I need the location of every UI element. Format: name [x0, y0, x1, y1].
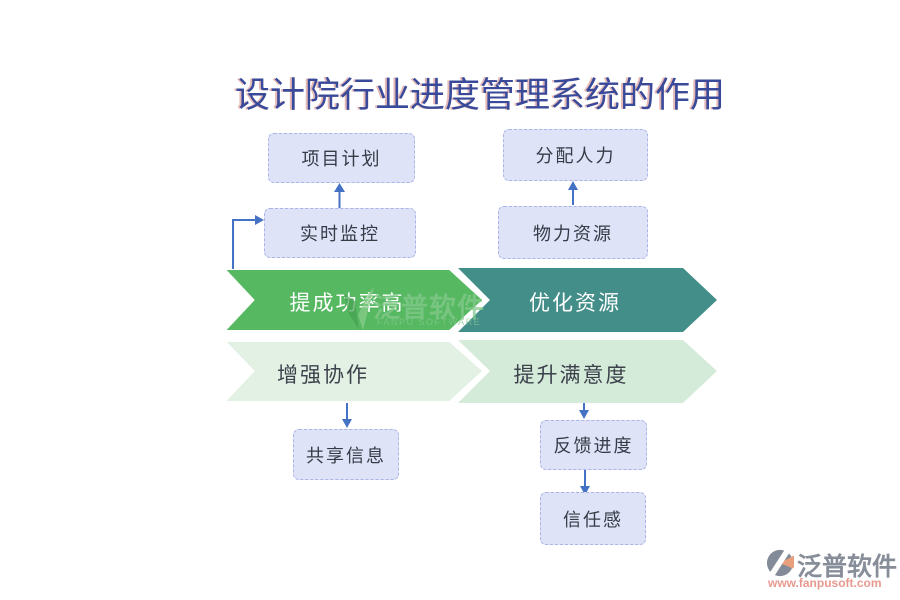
fanpu-logo-icon: [766, 549, 794, 577]
watermark-corner-url: www.fanpusoft.com: [768, 576, 882, 590]
fanpu-leaf-icon: [344, 287, 374, 330]
arrowhead-down-feedback: [579, 410, 589, 419]
watermark-center: 泛普软件 FANPU SOFTWARE: [341, 284, 491, 336]
chevron-optimize-shape: [458, 268, 717, 332]
box-share-info: 共享信息: [293, 429, 399, 480]
chevron-label-success-rate: 提成功率高: [232, 287, 462, 317]
page-title: 设计院行业进度管理系统的作用: [234, 76, 725, 115]
chevron-label-optimize: 优化资源: [529, 291, 621, 315]
chevron-success-shape: [217, 266, 488, 334]
chevron-label-satisfaction: 提升满意度: [513, 363, 629, 387]
box-realtime-monitor: 实时监控: [264, 208, 416, 258]
arrowhead-down-share: [342, 419, 352, 428]
arrowhead-up-right: [568, 181, 578, 190]
watermark-center-subtext: FANPU SOFTWARE: [377, 317, 482, 327]
chevron-label-collaboration: 增强协作: [277, 363, 369, 387]
connector-elbow-to-monitor: [232, 219, 255, 269]
chevron-collab-shape: [217, 338, 488, 405]
arrowhead-down-trust: [580, 486, 590, 495]
watermark-corner: 泛普软件 www.fanpusoft.com: [766, 547, 898, 593]
arrowhead-up-left: [334, 183, 345, 192]
arrowhead-elbow-right: [255, 215, 264, 225]
box-material-resource: 物力资源: [498, 206, 648, 259]
box-project-plan: 项目计划: [268, 133, 415, 183]
chevron-satisfaction-shape: [458, 340, 717, 403]
watermark-center-brand: 泛普软件: [373, 293, 485, 323]
box-trust: 信任感: [540, 492, 646, 545]
box-allocate-manpower: 分配人力: [503, 129, 648, 181]
box-feedback-progress: 反馈进度: [540, 420, 647, 470]
watermark-corner-brand: 泛普软件: [797, 554, 898, 581]
